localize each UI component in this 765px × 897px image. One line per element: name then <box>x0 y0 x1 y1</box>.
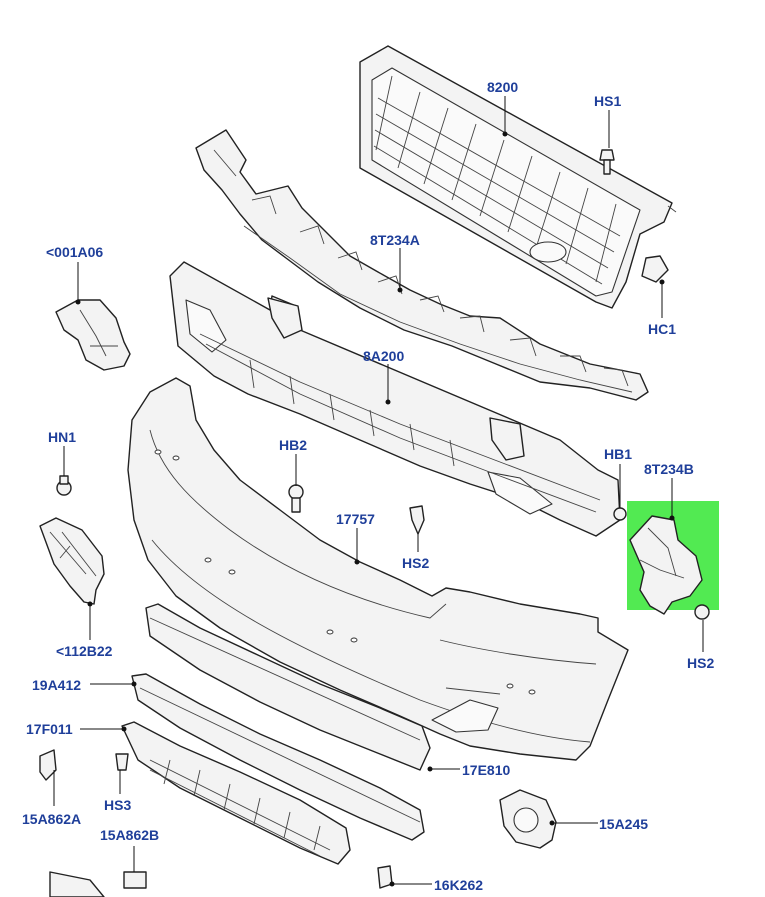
fastener-hs2-right[interactable] <box>694 604 710 620</box>
callout-17757: 17757 <box>336 511 375 527</box>
clip-15a862a[interactable] <box>39 749 57 781</box>
callout-hb2: HB2 <box>279 437 308 453</box>
callout-15a245: 15A245 <box>599 816 649 832</box>
callout-19a412: 19A412 <box>32 677 82 693</box>
bracket-112b22[interactable] <box>39 517 105 605</box>
fog-bezel-15a245[interactable] <box>499 789 557 849</box>
fastener-hn1[interactable] <box>56 475 72 496</box>
reinforcement-beam-8a200[interactable] <box>169 261 621 537</box>
callout-hs2-center: HS2 <box>402 555 430 571</box>
fastener-hs1[interactable] <box>599 149 615 175</box>
callout-001a06: <001A06 <box>46 244 104 260</box>
callout-8t234a: 8T234A <box>370 232 420 248</box>
clip-15a862b[interactable] <box>123 871 147 889</box>
lower-trim-19a412[interactable] <box>145 603 431 771</box>
callout-hc1: HC1 <box>648 321 677 337</box>
fastener-hb2[interactable] <box>288 484 304 513</box>
callout-112b22: <112B22 <box>56 643 113 659</box>
fastener-hs3[interactable] <box>115 753 129 771</box>
callout-17e810: 17E810 <box>462 762 511 778</box>
bracket-001a06[interactable] <box>55 299 131 371</box>
callout-15a862b: 15A862B <box>100 827 160 843</box>
plate-bracket <box>49 871 105 897</box>
fastener-hs2-center[interactable] <box>409 505 425 535</box>
callout-8200: 8200 <box>487 79 519 95</box>
callout-hs1: HS1 <box>594 93 622 109</box>
callout-hs3: HS3 <box>104 797 132 813</box>
callout-hn1: HN1 <box>48 429 77 445</box>
callout-hb1: HB1 <box>604 446 633 462</box>
callout-15a862a: 15A862A <box>22 811 82 827</box>
callout-17f011: 17F011 <box>26 721 73 737</box>
leader-lines <box>53 96 704 887</box>
bracket-8t234b[interactable] <box>629 515 703 615</box>
callout-8t234b: 8T234B <box>644 461 694 477</box>
lower-grille-17f011[interactable] <box>121 721 351 865</box>
callout-8a200: 8A200 <box>363 348 405 364</box>
bumper-cover-17757[interactable] <box>127 377 629 761</box>
callout-16k262: 16K262 <box>434 877 484 893</box>
lower-trim-17e810[interactable] <box>131 673 425 841</box>
bracket-hc1[interactable] <box>641 255 669 283</box>
fastener-hb1[interactable] <box>613 507 627 521</box>
callout-hs2-right: HS2 <box>687 655 715 671</box>
grille-8200[interactable] <box>359 45 677 309</box>
